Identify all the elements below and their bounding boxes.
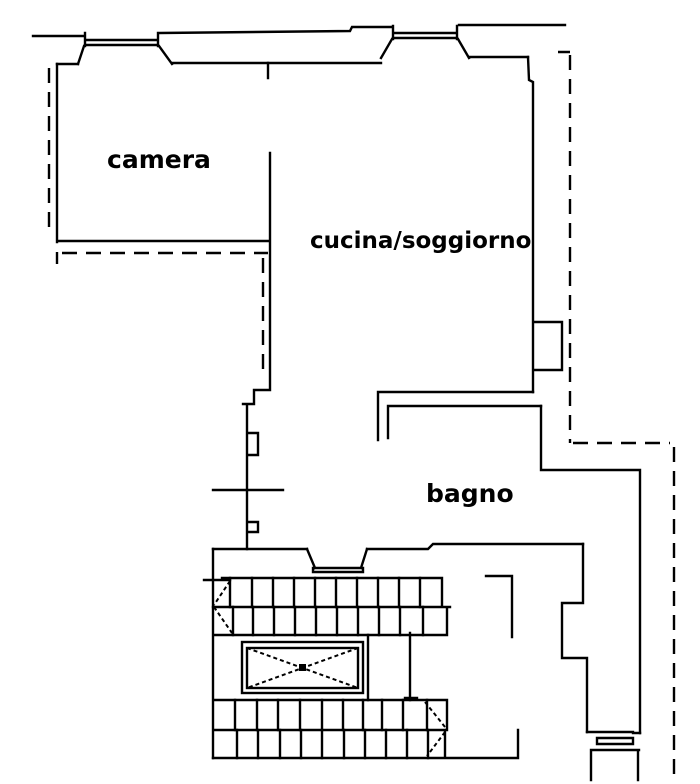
partition-wall: [241, 61, 272, 551]
bagno-right-walls: [539, 404, 642, 735]
stair-chevron-lower-icon: [424, 701, 446, 757]
entry-corridor-walls: [560, 542, 589, 734]
property-boundary-dashed: [47, 50, 676, 781]
cucina-right-wall: [526, 55, 564, 394]
room-label-bagno: bagno: [426, 479, 514, 508]
window-top-left-icon: [76, 31, 174, 66]
window-top-right-icon: [379, 24, 471, 60]
outer-top-wall: [31, 23, 567, 38]
window-stair-landing-icon: [305, 547, 369, 574]
bagno-top-walls: [376, 390, 543, 442]
stair-chevron-upper-icon: [213, 580, 233, 634]
elevator-x-center-dot: [299, 664, 306, 671]
elevator-side-walls: [366, 631, 419, 702]
stair-landing-right-wall: [484, 574, 514, 639]
staircase-lower-flight: [211, 698, 520, 760]
room-label-cucina-soggiorno: cucina/soggiorno: [310, 228, 531, 254]
camera-walls: [55, 62, 270, 244]
elevator-shaft-icon: [240, 640, 365, 695]
staircase-upper-flight: [202, 576, 452, 637]
room-label-camera: camera: [107, 145, 211, 174]
entry-door-window-icon: [585, 730, 642, 782]
bagno-bottom-wall: [211, 542, 585, 551]
inner-top-wall: [55, 55, 530, 66]
